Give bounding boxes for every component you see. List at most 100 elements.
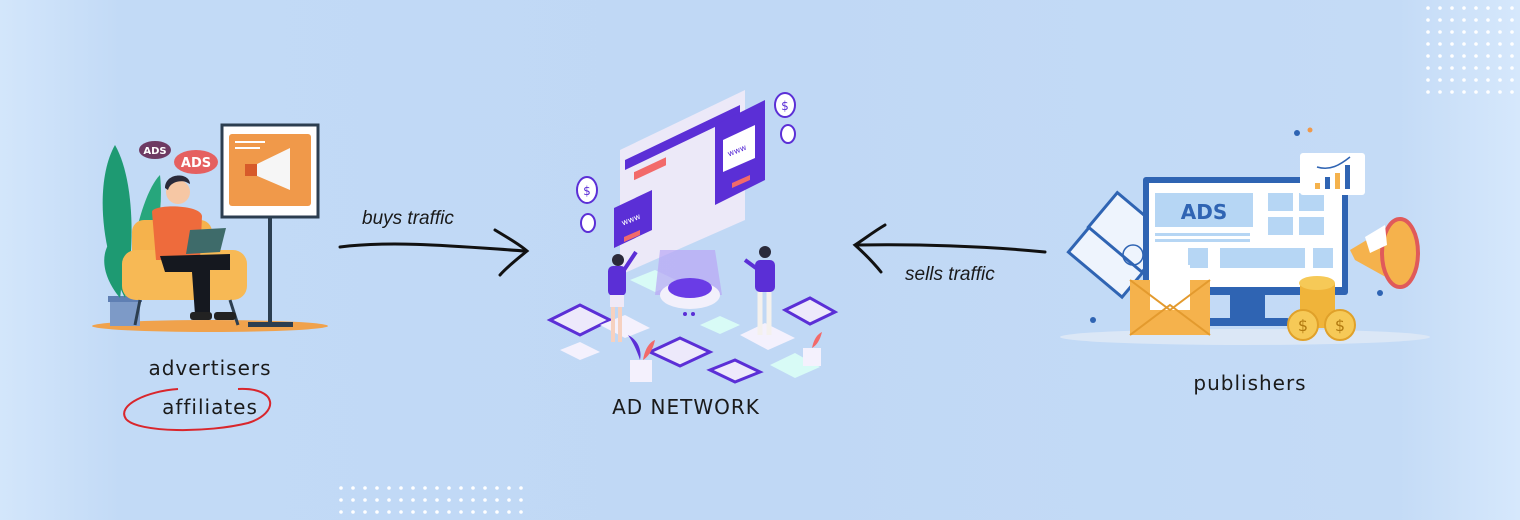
decorative-dot [519,498,523,502]
decorative-dot [411,498,415,502]
coin-icon: $ $ [576,92,796,233]
decorative-dot [411,510,415,514]
decorative-dot [471,510,475,514]
decorative-dot [435,498,439,502]
decorative-dot [1474,66,1478,70]
decorative-dot [1510,42,1514,46]
decorative-dot [1486,54,1490,58]
decorative-dot [1438,66,1442,70]
decorative-dot [1498,90,1502,94]
decorative-dot [507,510,511,514]
decorative-dot [1450,30,1454,34]
decorative-dot [1474,78,1478,82]
decorative-dot [459,486,463,490]
decorative-dot [1498,78,1502,82]
decorative-dot [1486,18,1490,22]
decorative-dot [1474,18,1478,22]
decorative-dot [1426,6,1430,10]
decorative-dot [363,486,367,490]
decorative-dot [375,510,379,514]
decorative-dot [1462,6,1466,10]
decorative-dot [1498,42,1502,46]
plant-icon [628,332,822,382]
decorative-dot [1462,18,1466,22]
decorative-dot [363,498,367,502]
decorative-dot [1450,54,1454,58]
screen-icon: www www [614,90,765,275]
coin-symbol: $ [781,99,789,113]
decorative-dot [387,486,391,490]
decorative-dot [411,486,415,490]
decorative-dot [1438,18,1442,22]
decorative-dot [1450,42,1454,46]
decorative-dot [1510,78,1514,82]
decorative-dot [1498,54,1502,58]
coin-stack-icon: $ $ [1287,276,1356,341]
decorative-dot [471,486,475,490]
decorative-dot [1426,90,1430,94]
decorative-dot [1510,30,1514,34]
decorative-dot [1462,42,1466,46]
person-icon [743,246,775,335]
buys-traffic-label: buys traffic [362,208,454,229]
decorative-dot [375,498,379,502]
decorative-dot [399,510,403,514]
coin-symbol: $ [1335,316,1345,335]
megaphone-icon [1350,217,1420,289]
decorative-dot [423,486,427,490]
decorative-dot [1438,30,1442,34]
decorative-dot [507,498,511,502]
decorative-dot [1486,30,1490,34]
decorative-dot [1438,90,1442,94]
chart-card-icon [1300,153,1365,195]
publisher-illustration: ADS $ $ [1060,127,1430,345]
coin-symbol: $ [583,184,591,198]
ads-bubble: ADS ADS [139,141,218,174]
decorative-dot [471,498,475,502]
advertiser-illustration: ADS ADS [92,123,328,332]
advertisers-label: advertisers [148,356,272,380]
decorative-dot [1498,30,1502,34]
envelope-icon [1129,265,1211,336]
decorative-dot [1510,90,1514,94]
decorative-dot [339,486,343,490]
decorative-dot [1486,42,1490,46]
decorative-dot [1426,54,1430,58]
decorative-dot [1438,54,1442,58]
ad-network-label: AD NETWORK [612,395,760,419]
decorative-dot [519,486,523,490]
decorative-dot [459,498,463,502]
decorative-dot [1498,66,1502,70]
red-circle-highlight [123,387,271,432]
decorative-dot [1486,90,1490,94]
dot-grid-decoration [1426,6,1514,94]
decorative-dot [1486,66,1490,70]
decorative-dot [1462,30,1466,34]
decorative-dot [447,510,451,514]
decorative-dot [1510,66,1514,70]
decorative-dot [1438,6,1442,10]
monitor-icon: ADS [1143,177,1348,326]
ads-banner-text: ADS [1181,200,1227,224]
projector-icon [655,250,722,316]
decorative-dot [387,510,391,514]
decorative-dot [1426,30,1430,34]
decorative-dot [1426,18,1430,22]
publishers-label: publishers [1193,371,1307,395]
person-icon [608,250,638,342]
coin-symbol: $ [1298,316,1308,335]
decorative-dot [1462,78,1466,82]
decorative-dot [423,510,427,514]
arrow-left-icon [852,223,1047,274]
decorative-dot [1462,90,1466,94]
decorative-dot [351,510,355,514]
decorative-dot [1426,66,1430,70]
decorative-dot [1474,6,1478,10]
decorative-dot [519,510,523,514]
decorative-dot [1510,54,1514,58]
decorative-dot [339,510,343,514]
arrow-right-icon [338,228,530,277]
decorative-dot [507,486,511,490]
bubble-text: ADS [181,156,211,171]
decorative-dot [1450,6,1454,10]
